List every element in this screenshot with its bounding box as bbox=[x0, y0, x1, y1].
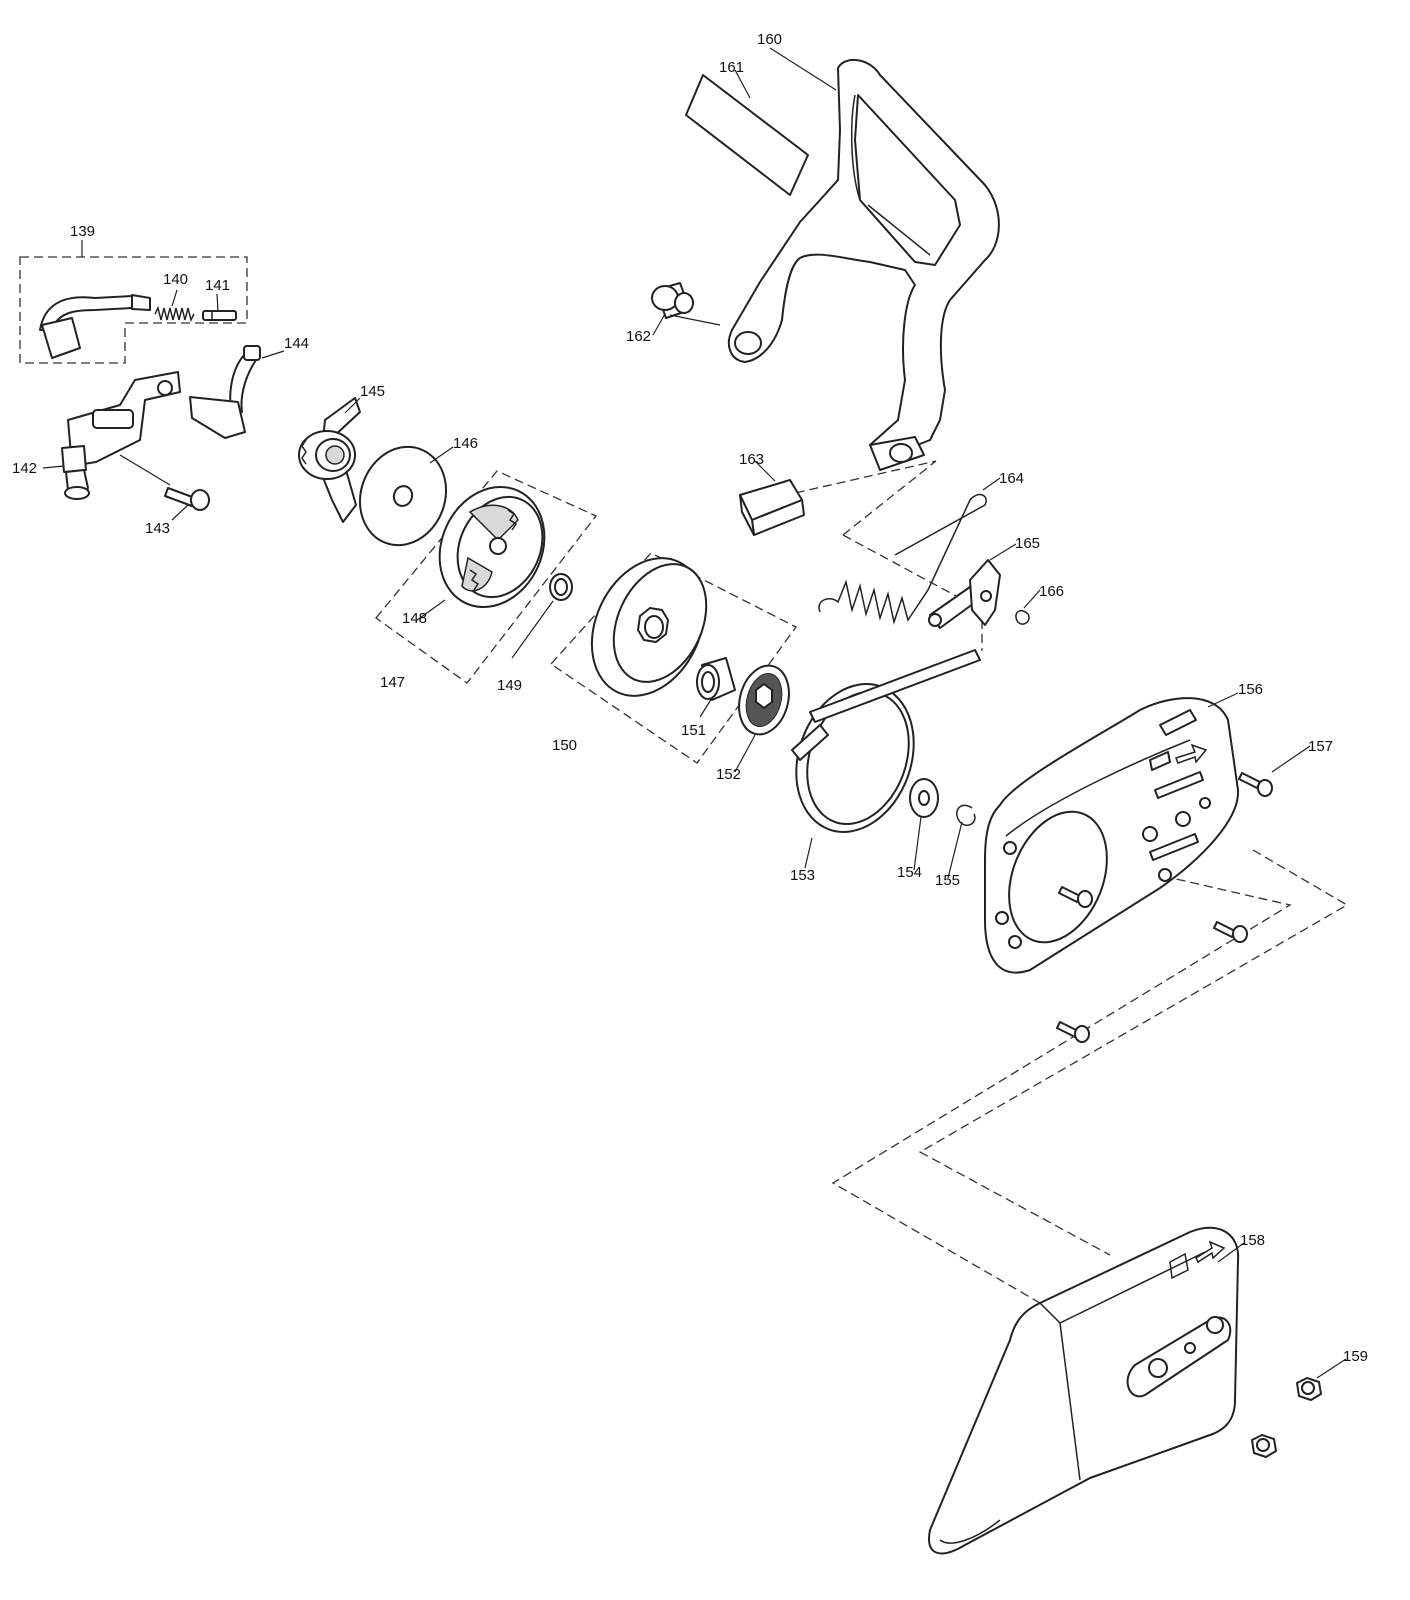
callout-159: 159 bbox=[1343, 1348, 1368, 1365]
lever-165 bbox=[928, 559, 1001, 629]
clutch-148 bbox=[438, 485, 546, 609]
assembly-line-156-158 bbox=[831, 849, 1349, 1304]
callout-142: 142 bbox=[12, 460, 37, 477]
callout-141: 141 bbox=[205, 277, 230, 294]
callout-164: 164 bbox=[999, 470, 1024, 487]
callout-153: 153 bbox=[790, 867, 815, 884]
oil-hose-139 bbox=[39, 294, 151, 359]
callout-152: 152 bbox=[716, 766, 741, 783]
callout-158: 158 bbox=[1240, 1232, 1265, 1249]
group-box-139 bbox=[19, 256, 248, 364]
clutch-drum-150 bbox=[590, 557, 708, 697]
block-163 bbox=[739, 479, 805, 536]
assembly-line-163-166 bbox=[781, 460, 983, 651]
screw-156b bbox=[1213, 921, 1248, 943]
screw-156c bbox=[1056, 1021, 1090, 1043]
oil-line-144 bbox=[189, 345, 261, 439]
callout-149: 149 bbox=[497, 677, 522, 694]
hand-guard-160 bbox=[727, 59, 1000, 471]
eclip-166 bbox=[1015, 610, 1030, 625]
callout-148: 148 bbox=[402, 610, 427, 627]
callout-144: 144 bbox=[284, 335, 309, 352]
screw-156a bbox=[1058, 886, 1093, 908]
callout-139: 139 bbox=[70, 223, 95, 240]
hub-145 bbox=[298, 397, 361, 523]
pin-141 bbox=[202, 310, 237, 321]
callout-labels: 139 140 141 142 143 144 145 146 147 148 … bbox=[12, 31, 1368, 1365]
leader-lines bbox=[42, 47, 1347, 1379]
callout-147: 147 bbox=[380, 674, 405, 691]
callout-155: 155 bbox=[935, 872, 960, 889]
callout-156: 156 bbox=[1238, 681, 1263, 698]
washer-154-inner bbox=[918, 790, 930, 806]
callout-150: 150 bbox=[552, 737, 577, 754]
bushing-162 bbox=[651, 282, 694, 319]
callout-157: 157 bbox=[1308, 738, 1333, 755]
callout-143: 143 bbox=[145, 520, 170, 537]
callout-161: 161 bbox=[719, 59, 744, 76]
label-161 bbox=[685, 74, 809, 196]
callout-166: 166 bbox=[1039, 583, 1064, 600]
callout-145: 145 bbox=[360, 383, 385, 400]
sprocket-cover-156 bbox=[984, 697, 1240, 974]
brake-band-153 bbox=[791, 649, 981, 833]
callout-160: 160 bbox=[757, 31, 782, 48]
bearing-151 bbox=[696, 657, 736, 701]
spring-140 bbox=[154, 305, 195, 323]
nut-159 bbox=[1296, 1377, 1322, 1401]
callout-146: 146 bbox=[453, 435, 478, 452]
callout-154: 154 bbox=[897, 864, 922, 881]
callout-163: 163 bbox=[739, 451, 764, 468]
callout-151: 151 bbox=[681, 722, 706, 739]
callout-165: 165 bbox=[1015, 535, 1040, 552]
screw-157 bbox=[1238, 772, 1273, 797]
spring-164 bbox=[818, 493, 987, 625]
ring-149-inner bbox=[554, 578, 568, 596]
screw-143 bbox=[164, 487, 210, 511]
chain-cover-158 bbox=[928, 1226, 1240, 1555]
callout-162: 162 bbox=[626, 328, 651, 345]
callout-140: 140 bbox=[163, 271, 188, 288]
circlip-155 bbox=[956, 804, 976, 826]
oil-pump-142 bbox=[61, 371, 181, 500]
sprocket-152 bbox=[738, 664, 790, 736]
washer-146 bbox=[358, 445, 448, 547]
nut-159b bbox=[1251, 1434, 1277, 1458]
